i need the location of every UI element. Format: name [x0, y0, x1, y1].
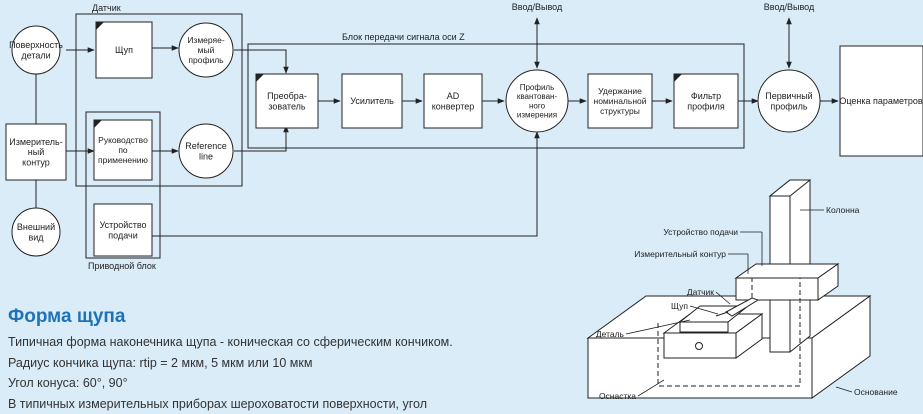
- io-label-2: Ввод/Вывод: [764, 2, 815, 12]
- label-part: Деталь: [596, 329, 625, 339]
- section-text-3: Угол конуса: 60°, 90°: [8, 373, 568, 394]
- section-text-4: В типичных измерительных приборах шерохо…: [8, 394, 568, 414]
- label-sensor: Датчик: [687, 287, 714, 297]
- parameter-eval-label: Оценка параметров: [839, 96, 923, 106]
- amplifier-label: Усилитель: [350, 96, 394, 106]
- label-fixture: Оснастка: [599, 391, 636, 401]
- slider-front: [736, 278, 818, 300]
- part-front: [680, 322, 728, 332]
- sensor-group-label: Датчик: [92, 3, 121, 13]
- section-title: Форма щупа: [8, 306, 568, 328]
- stylus-shape-section: Форма щупа Типичная форма наконечника щу…: [8, 306, 568, 414]
- label-measuring-contour: Измерительный контур: [634, 249, 726, 259]
- fixture-hole: [696, 343, 703, 350]
- io-label-1: Ввод/Вывод: [512, 2, 563, 12]
- drive-group-label: Приводной блок: [88, 261, 156, 271]
- label-stylus: Щуп: [671, 301, 688, 311]
- section-text-2: Радиус кончика щупа: rtip = 2 мкм, 5 мкм…: [8, 353, 568, 374]
- converter-label: Преобра-зователь: [267, 91, 307, 111]
- label-feed-device: Устройство подачи: [663, 227, 738, 237]
- label-base: Основание: [854, 387, 898, 397]
- section-text-1: Типичная форма наконечника щупа - кониче…: [8, 332, 568, 353]
- stylus-label: Щуп: [115, 45, 133, 55]
- transfer-group-frame: [248, 44, 744, 148]
- transfer-group-label: Блок передачи сигнала оси Z: [342, 32, 465, 42]
- label-column: Колонна: [826, 205, 860, 215]
